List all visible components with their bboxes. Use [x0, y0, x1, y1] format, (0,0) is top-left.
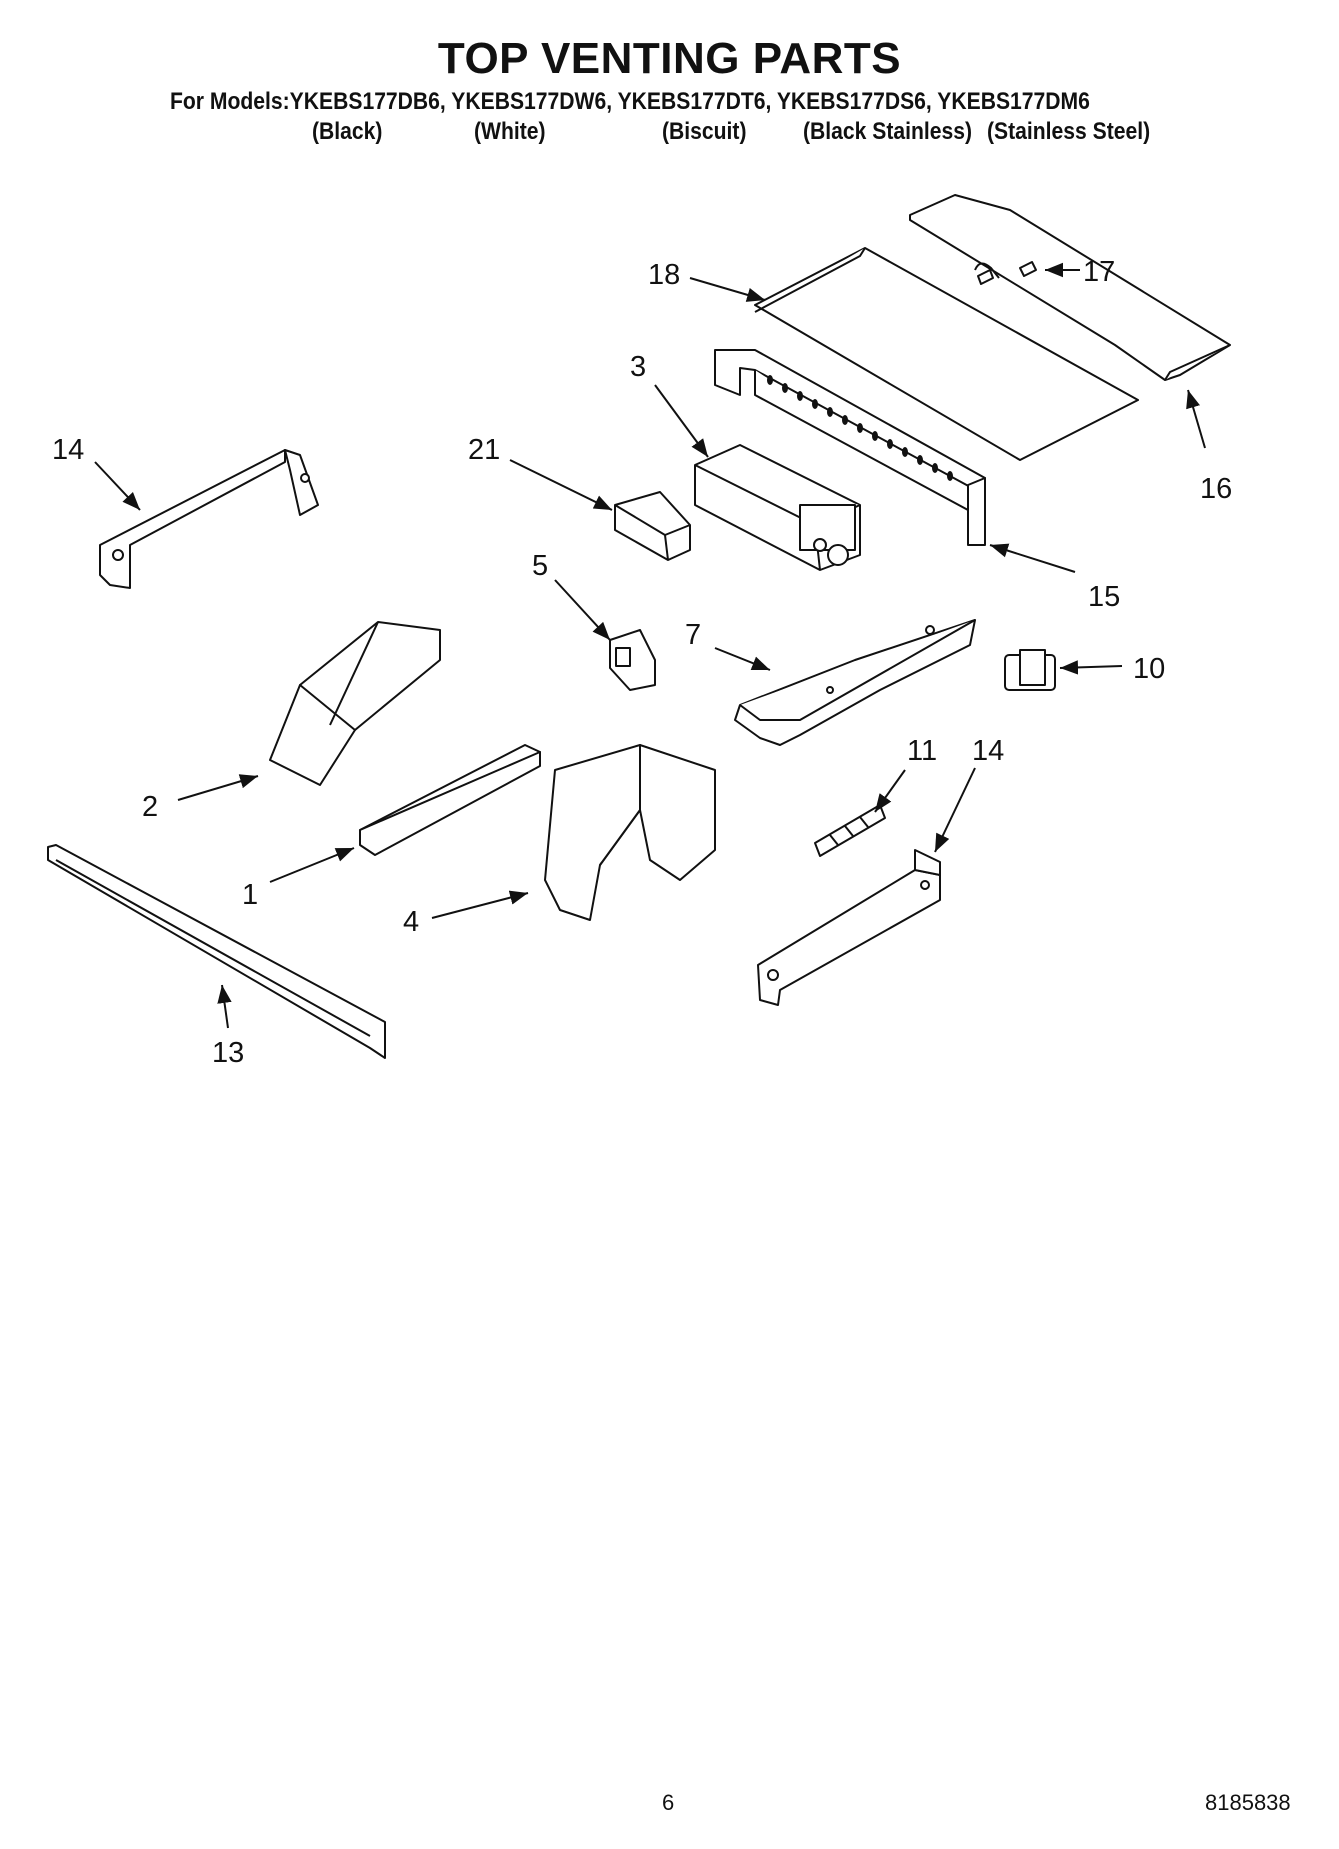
- color-stainless-steel: (Stainless Steel): [987, 118, 1151, 145]
- callout-1: 1: [242, 879, 258, 911]
- part-10-transformer: [1004, 649, 1056, 691]
- part-14-right-bracket: [757, 849, 941, 1006]
- part-15-vent-bracket: [714, 349, 986, 546]
- document-number: 8185838: [1205, 1790, 1291, 1815]
- part-18-vent-panel: [754, 247, 1139, 461]
- callout-15: 15: [1088, 581, 1120, 613]
- part-14-left-bracket: [99, 449, 319, 589]
- callout-11: 11: [907, 735, 937, 767]
- color-black: (Black): [312, 118, 383, 145]
- callout-14-left: 14: [52, 434, 84, 466]
- part-3-vent-motor: [694, 444, 861, 571]
- models-line: For Models:YKEBS177DB6, YKEBS177DW6, YKE…: [170, 88, 1090, 115]
- callout-21: 21: [468, 434, 500, 466]
- callout-10: 10: [1133, 653, 1165, 685]
- page-title: TOP VENTING PARTS: [437, 34, 902, 83]
- callout-2: 2: [142, 791, 158, 823]
- callout-7: 7: [685, 619, 701, 651]
- part-16-top-cover: [909, 194, 1231, 381]
- callout-5: 5: [532, 550, 548, 582]
- callout-14-right: 14: [972, 735, 1004, 767]
- callout-4: 4: [403, 906, 419, 938]
- callout-16: 16: [1200, 473, 1232, 505]
- page-number: 6: [662, 1790, 675, 1815]
- part-5-switch: [609, 629, 656, 691]
- color-black-stainless: (Black Stainless): [803, 118, 973, 145]
- callout-3: 3: [630, 351, 646, 383]
- color-biscuit: (Biscuit): [662, 118, 747, 145]
- part-13-rail: [47, 844, 386, 1059]
- part-7-mounting-plate: [734, 619, 976, 746]
- callout-18: 18: [648, 259, 680, 291]
- part-11-terminal-block: [814, 804, 886, 857]
- color-white: (White): [474, 118, 546, 145]
- callout-17: 17: [1083, 256, 1115, 288]
- part-1-strip: [359, 744, 541, 856]
- part-21-block: [614, 491, 691, 561]
- callout-13: 13: [212, 1037, 244, 1069]
- part-4-vent-chute: [544, 744, 716, 921]
- part-2-duct: [269, 621, 441, 786]
